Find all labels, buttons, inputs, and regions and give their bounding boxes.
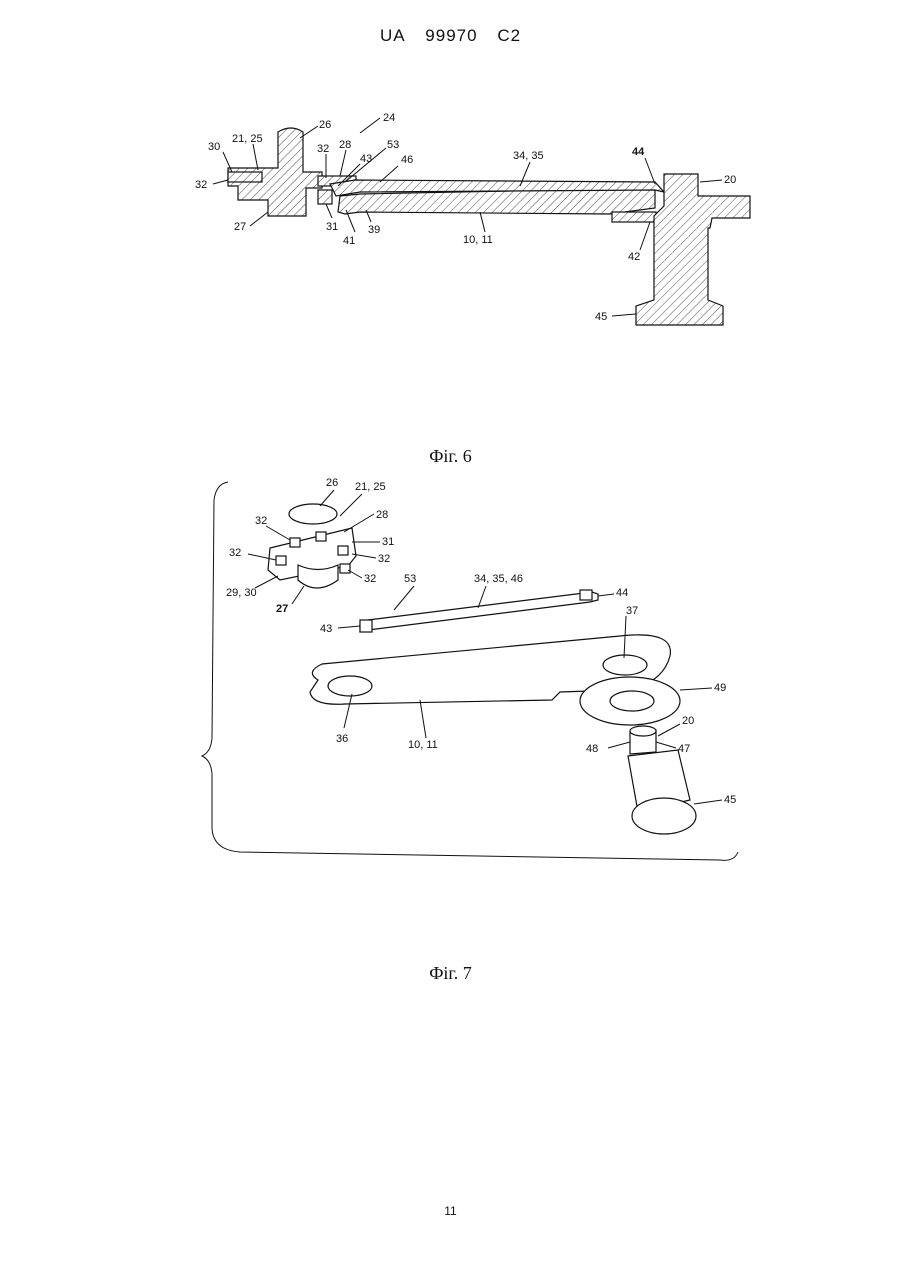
fig7-label-32-top: 32 xyxy=(255,515,267,527)
spring-strip-34-35-46 xyxy=(360,592,598,632)
strip-end-43 xyxy=(360,620,372,632)
fig6-label-43: 43 xyxy=(360,153,372,165)
figure-7-caption: Фіг. 7 xyxy=(0,963,901,984)
fig6-label-46: 46 xyxy=(401,154,413,166)
fig6-label-41: 41 xyxy=(343,235,355,247)
fig6-label-39: 39 xyxy=(368,224,380,236)
tooth-32e xyxy=(340,564,350,573)
fig7-label-31: 31 xyxy=(382,536,394,548)
page-number: 11 xyxy=(0,1204,901,1218)
fig7-label-44: 44 xyxy=(616,587,628,599)
fig7-label-27: 27 xyxy=(276,603,288,615)
fig6-label-30: 30 xyxy=(208,141,220,153)
figure-6-drawing: 30 21, 25 26 24 32 28 53 43 46 34, 35 44… xyxy=(195,112,750,325)
fig6-label-34-35: 34, 35 xyxy=(513,150,544,162)
fig7-label-32-left: 32 xyxy=(229,547,241,559)
fig6-label-20: 20 xyxy=(724,174,736,186)
fig7-label-37: 37 xyxy=(626,605,638,617)
fig7-label-32-right: 32 xyxy=(378,553,390,565)
fig6-label-24: 24 xyxy=(383,112,395,124)
fig7-label-43: 43 xyxy=(320,623,332,635)
fig6-label-42: 42 xyxy=(628,251,640,263)
part-31 xyxy=(318,190,332,204)
fig6-label-28: 28 xyxy=(339,139,351,151)
washer-part-30 xyxy=(228,172,262,182)
fig7-label-45: 45 xyxy=(724,794,736,806)
fig7-label-32-bottom: 32 xyxy=(364,573,376,585)
pin-top-20 xyxy=(630,726,656,736)
hole-37 xyxy=(603,655,647,675)
fig7-label-53: 53 xyxy=(404,573,416,585)
fig6-label-10-11: 10, 11 xyxy=(463,234,493,246)
fig7-label-20: 20 xyxy=(682,715,694,727)
fig7-label-48: 48 xyxy=(586,743,598,755)
fig6-label-26: 26 xyxy=(319,119,331,131)
washer-49-hole xyxy=(610,691,654,711)
tooth-32b xyxy=(316,532,326,541)
hub-top-26 xyxy=(289,504,337,524)
fig7-label-47: 47 xyxy=(678,743,690,755)
fig7-label-49: 49 xyxy=(714,682,726,694)
fig6-label-44: 44 xyxy=(632,146,645,158)
tooth-32c xyxy=(338,546,348,555)
tooth-32a xyxy=(290,538,300,547)
pin-head-45 xyxy=(632,798,696,834)
fig7-label-21-25: 21, 25 xyxy=(355,481,386,493)
fig6-label-32-left: 32 xyxy=(195,179,207,191)
fig7-label-10-11: 10, 11 xyxy=(408,739,438,751)
fig7-label-28: 28 xyxy=(376,509,388,521)
washer-part-42 xyxy=(612,212,656,222)
figure-7-drawing: 26 21, 25 32 28 31 32 32 32 29, 30 27 53… xyxy=(202,477,738,860)
fig6-label-45: 45 xyxy=(595,311,607,323)
tooth-32d xyxy=(276,556,286,565)
fig7-label-26: 26 xyxy=(326,477,338,489)
strip-end-44 xyxy=(580,590,592,600)
fig7-label-29-30: 29, 30 xyxy=(226,587,257,599)
fig6-label-32-top: 32 xyxy=(317,143,329,155)
fig7-label-34-35-46: 34, 35, 46 xyxy=(474,573,523,585)
fig6-label-53: 53 xyxy=(387,139,399,151)
fig6-label-31: 31 xyxy=(326,221,338,233)
fig6-label-27: 27 xyxy=(234,221,246,233)
fig6-label-21-25: 21, 25 xyxy=(232,133,263,145)
fig7-label-36: 36 xyxy=(336,733,348,745)
figure-6-caption: Фіг. 6 xyxy=(0,446,901,467)
hole-36 xyxy=(328,676,372,696)
